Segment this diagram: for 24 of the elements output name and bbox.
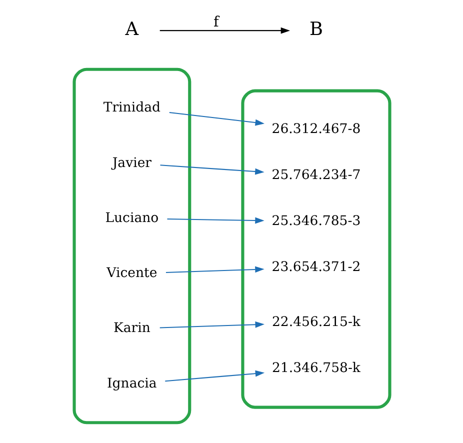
arrow [159, 321, 264, 328]
arrow [165, 266, 264, 273]
node-text: Javier [112, 156, 152, 171]
arrow [168, 112, 264, 126]
node-text: 25.346.785-3 [271, 214, 360, 229]
node-text: Trinidad [102, 100, 160, 116]
node-text: 25.764.234-7 [271, 168, 360, 184]
node-text: Luciano [104, 210, 158, 226]
node-text: 21.346.758-k [271, 361, 360, 376]
arrow [166, 217, 264, 224]
node-text: 23.654.371-2 [271, 260, 360, 275]
node-text: B [308, 19, 322, 40]
arrow [164, 370, 264, 382]
node-text: Karin [112, 321, 150, 336]
node-text: 22.456.215-k [271, 315, 360, 330]
arrow [160, 164, 264, 175]
node-text: Ignacia [106, 376, 156, 392]
cluster [240, 89, 391, 409]
node-text: A [124, 19, 138, 40]
node-text: Vicente [106, 266, 157, 282]
edge-label: f [213, 14, 218, 31]
node-text: 26.312.467-8 [271, 122, 360, 138]
cluster [72, 68, 191, 424]
arrow [159, 27, 290, 34]
